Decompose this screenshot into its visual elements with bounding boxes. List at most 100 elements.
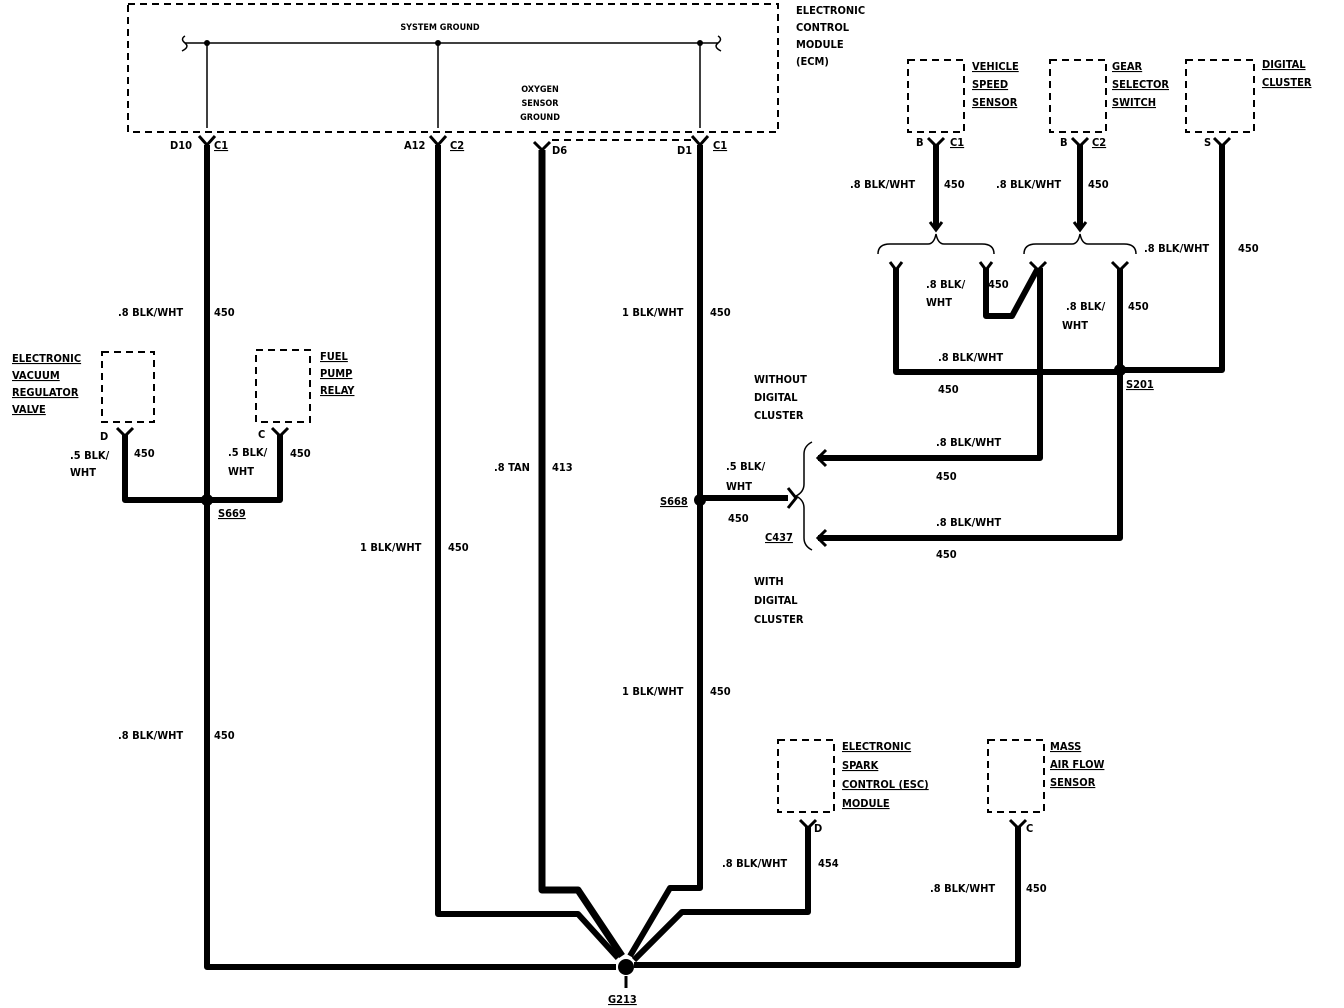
pin-d1-conn: C1: [713, 139, 727, 152]
dc-label-2: CLUSTER: [1262, 76, 1312, 89]
vss-label-2: SPEED: [972, 78, 1008, 91]
wire-maf: [634, 826, 1021, 968]
system-ground-label: SYSTEM GROUND: [400, 23, 480, 33]
connector-c437-male: [786, 487, 798, 509]
connector-a12: [428, 135, 448, 148]
esc-module-box: [777, 739, 835, 813]
pin-d10: D10: [170, 139, 192, 152]
connector-c437-label: C437: [765, 531, 793, 544]
connector-d6: [532, 140, 552, 153]
d6-gauge: .8 TAN: [494, 461, 530, 474]
gss-gauge: .8 BLK/WHT: [996, 178, 1061, 191]
wire-s669-branch: [122, 435, 283, 503]
esc-label-1: ELECTRONIC: [842, 740, 911, 753]
wire-branch-zig: [983, 266, 1041, 319]
ground-label: G213: [608, 993, 637, 1006]
dc-gauge: .8 BLK/WHT: [1144, 242, 1209, 255]
splice-s669-label: S669: [218, 507, 246, 520]
vss-box: [907, 59, 965, 133]
s201-left-circuit: 450: [938, 383, 959, 396]
branch-a-circuit: 450: [988, 278, 1009, 291]
wire-d6: [538, 150, 625, 958]
esc-gauge: .8 BLK/WHT: [722, 857, 787, 870]
connector-fpr: [270, 426, 290, 439]
a12-gauge: 1 BLK/WHT: [360, 541, 422, 554]
with-label-1: WITH: [754, 575, 784, 588]
with-circuit: 450: [936, 548, 957, 561]
evrv-label-2: VACUUM: [12, 369, 60, 382]
s201-left-gauge: .8 BLK/WHT: [938, 351, 1003, 364]
vss-option-brace: [877, 233, 995, 255]
wire-a12: [435, 145, 621, 961]
maf-label-1: MASS: [1050, 740, 1081, 753]
d6-circuit: 413: [552, 461, 573, 474]
d10-upper-circuit: 450: [214, 306, 235, 319]
arrow-vss: [928, 221, 944, 233]
oxygen-label-2: SENSOR: [521, 99, 559, 109]
branch-b-gauge-2: WHT: [1062, 319, 1088, 332]
wire-branch-left: [893, 268, 1120, 375]
splice-s668-label: S668: [660, 495, 688, 508]
vss-label-1: VEHICLE: [972, 60, 1019, 73]
with-gauge: .8 BLK/WHT: [936, 516, 1001, 529]
fpr-wire-gauge-1: .5 BLK/: [228, 446, 268, 459]
vss-pin: B: [916, 136, 924, 149]
s668-circuit: 450: [728, 512, 749, 525]
branch-b-circuit: 450: [1128, 300, 1149, 313]
oxygen-label-3: GROUND: [520, 113, 560, 123]
esc-label-3: CONTROL (ESC): [842, 778, 929, 791]
pin-d1: D1: [677, 144, 692, 157]
ecm-label-4: (ECM): [796, 55, 829, 68]
fpr-label-3: RELAY: [320, 384, 355, 397]
ecm-module: SYSTEM GROUND OXYGEN SENSOR GROUND: [127, 3, 779, 133]
connector-dc: [1212, 136, 1232, 149]
evrv-wire-gauge-2: WHT: [70, 466, 96, 479]
maf-box: [987, 739, 1045, 813]
ecm-label-1: ELECTRONIC: [796, 4, 865, 17]
evrv-pin: D: [100, 430, 108, 443]
dc-pin: S: [1204, 136, 1211, 149]
splice-s669: [201, 494, 213, 506]
vss-circuit: 450: [944, 178, 965, 191]
vss-gauge: .8 BLK/WHT: [850, 178, 915, 191]
dc-circuit: 450: [1238, 242, 1259, 255]
connector-d10: [197, 135, 217, 148]
d10-lower-circuit: 450: [214, 729, 235, 742]
splice-s201-label: S201: [1126, 378, 1154, 391]
fpr-label-2: PUMP: [320, 367, 352, 380]
evrv-label-1: ELECTRONIC: [12, 352, 81, 365]
d10-lower-gauge: .8 BLK/WHT: [118, 729, 183, 742]
oxygen-label-1: OXYGEN: [521, 85, 559, 95]
option-brace: [794, 441, 813, 551]
connector-evrv: [115, 426, 135, 439]
ground-symbol: [618, 959, 634, 975]
maf-label-3: SENSOR: [1050, 776, 1096, 789]
connector-vss: [926, 136, 946, 149]
gss-label-3: SWITCH: [1112, 96, 1156, 109]
maf-gauge: .8 BLK/WHT: [930, 882, 995, 895]
connector-d1: [690, 135, 710, 148]
connector-maf: [1008, 818, 1028, 831]
pin-d6: D6: [552, 144, 567, 157]
esc-label-4: MODULE: [842, 797, 890, 810]
wire-d1: [627, 145, 703, 958]
ecm-box-outline: [127, 3, 779, 133]
gss-pin: B: [1060, 136, 1068, 149]
wire-esc: [631, 826, 811, 963]
maf-circuit: 450: [1026, 882, 1047, 895]
fpr-wire-gauge-2: WHT: [228, 465, 254, 478]
fpr-wire-circuit: 450: [290, 447, 311, 460]
without-circuit: 450: [936, 470, 957, 483]
gss-label-1: GEAR: [1112, 60, 1143, 73]
gss-circuit: 450: [1088, 178, 1109, 191]
gss-label-2: SELECTOR: [1112, 78, 1169, 91]
dc-label-1: DIGITAL: [1262, 58, 1306, 71]
vss-label-3: SENSOR: [972, 96, 1018, 109]
a12-circuit: 450: [448, 541, 469, 554]
s668-gauge-1: .5 BLK/: [726, 460, 766, 473]
connector-esc: [798, 818, 818, 831]
d1-upper-gauge: 1 BLK/WHT: [622, 306, 684, 319]
evrv-label-3: REGULATOR: [12, 386, 79, 399]
wire-d10: [204, 145, 616, 970]
